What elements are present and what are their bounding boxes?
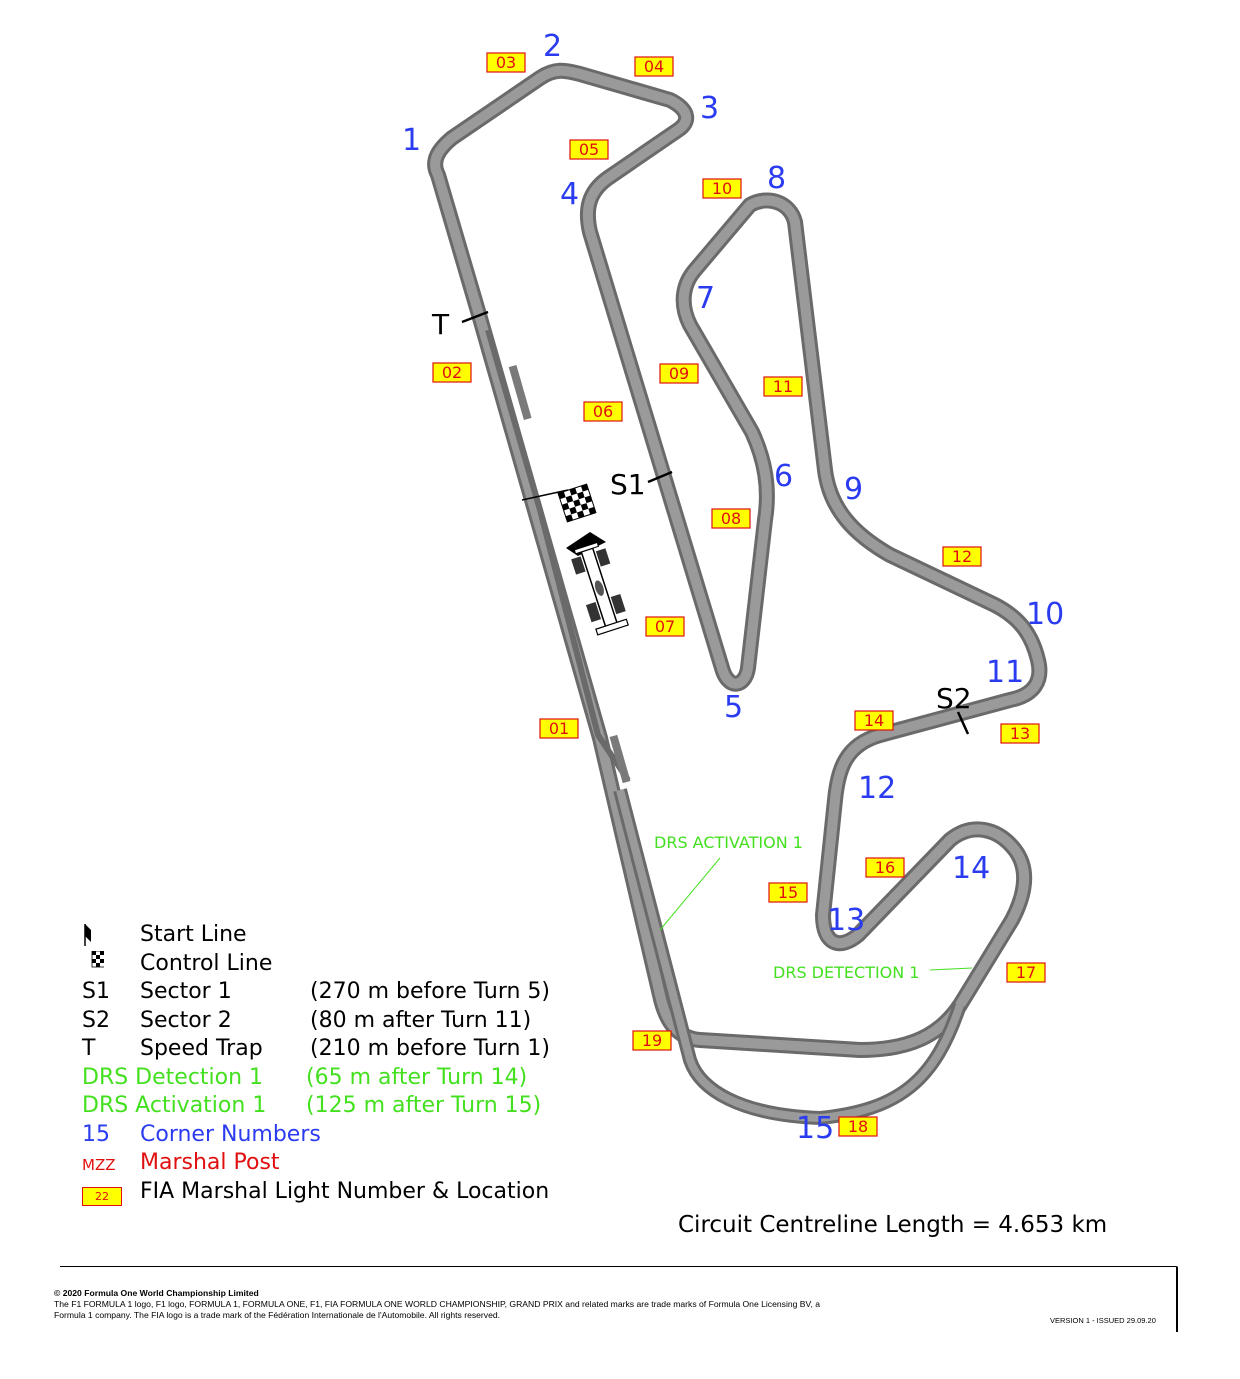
corner-4: 4 [560, 177, 579, 212]
svg-text:06: 06 [593, 402, 613, 421]
drs-activation-pointer [659, 857, 721, 931]
corner-10: 10 [1026, 597, 1064, 632]
sector1-marker: S1 [610, 468, 646, 501]
marshal-light-icon: 22 [82, 1187, 122, 1206]
svg-text:13: 13 [1010, 724, 1030, 743]
drs-detection-label: DRS DETECTION 1 [773, 963, 919, 982]
pit-building-1 [508, 364, 532, 421]
control-line-flag-icon [521, 483, 597, 523]
footer-divider [60, 1266, 1176, 1267]
svg-text:14: 14 [864, 711, 884, 730]
marshal-post-07: 07 [645, 616, 685, 637]
marshal-post-13: 13 [1000, 723, 1040, 744]
svg-text:03: 03 [496, 53, 516, 72]
corner-5: 5 [724, 690, 743, 725]
svg-text:10: 10 [712, 179, 732, 198]
corner-14: 14 [952, 851, 990, 886]
footer-legal: © 2020 Formula One World Championship Li… [54, 1288, 1054, 1321]
corner-15: 15 [796, 1111, 834, 1146]
corner-8: 8 [767, 161, 786, 196]
trademark-line-2: Formula 1 company. The FIA logo is a tra… [54, 1310, 501, 1320]
marshal-post-18: 18 [838, 1116, 878, 1137]
speed-trap-marker: T [431, 308, 450, 341]
marshal-post-02: 02 [432, 362, 472, 383]
marshal-post-05: 05 [569, 139, 609, 160]
corner-11: 11 [986, 655, 1024, 690]
sector1-line [647, 470, 673, 484]
marshal-post-03: 03 [486, 52, 526, 73]
corner-6: 6 [774, 459, 793, 494]
marshal-post-12: 12 [942, 546, 982, 567]
marshal-post-16: 16 [865, 857, 905, 878]
svg-text:12: 12 [952, 547, 972, 566]
footer-border [1176, 1266, 1178, 1332]
marshal-post-09: 09 [659, 363, 699, 384]
svg-text:01: 01 [549, 719, 569, 738]
marshal-post-11: 11 [763, 376, 803, 397]
corner-13: 13 [827, 903, 865, 938]
version-label: VERSION 1 - ISSUED 29.09.20 [1050, 1316, 1156, 1325]
checkered-flag-icon [82, 950, 138, 983]
marshal-post-08: 08 [711, 508, 751, 529]
marshal-post-01: 01 [539, 718, 579, 739]
svg-text:15: 15 [778, 883, 798, 902]
svg-text:16: 16 [875, 858, 895, 877]
svg-text:05: 05 [579, 140, 599, 159]
corner-9: 9 [844, 472, 863, 507]
marshal-post-15: 15 [768, 882, 808, 903]
corner-3: 3 [700, 91, 719, 126]
marshal-post-04: 04 [634, 56, 674, 77]
svg-text:09: 09 [669, 364, 689, 383]
speed-trap-line [461, 310, 489, 324]
pit-building-2 [609, 734, 631, 784]
svg-text:07: 07 [655, 617, 675, 636]
marshal-post-19: 19 [632, 1030, 672, 1051]
marshal-post-14: 14 [854, 710, 894, 731]
pit-lane [485, 329, 631, 782]
svg-text:17: 17 [1016, 963, 1036, 982]
svg-text:04: 04 [644, 57, 664, 76]
marshal-post-10: 10 [702, 178, 742, 199]
marshal-post-06: 06 [583, 401, 623, 422]
svg-text:11: 11 [773, 377, 793, 396]
sector2-marker: S2 [936, 682, 972, 715]
f1-car-icon [571, 541, 629, 636]
drs-detection-pointer [929, 967, 973, 971]
copyright: © 2020 Formula One World Championship Li… [54, 1288, 259, 1298]
corner-7: 7 [696, 281, 715, 316]
svg-text:08: 08 [721, 509, 741, 528]
corner-12: 12 [858, 771, 896, 806]
circuit-length: Circuit Centreline Length = 4.653 km [678, 1212, 1108, 1238]
marshal-post-17: 17 [1006, 962, 1046, 983]
trademark-line-1: The F1 FORMULA 1 logo, F1 logo, FORMULA … [54, 1299, 821, 1309]
corner-1: 1 [402, 123, 421, 158]
svg-text:19: 19 [642, 1031, 662, 1050]
drs-activation-label: DRS ACTIVATION 1 [654, 833, 803, 852]
sector2-line [956, 711, 970, 735]
svg-text:02: 02 [442, 363, 462, 382]
corner-2: 2 [543, 29, 562, 64]
start-line-icon [82, 922, 138, 954]
svg-text:18: 18 [848, 1117, 868, 1136]
